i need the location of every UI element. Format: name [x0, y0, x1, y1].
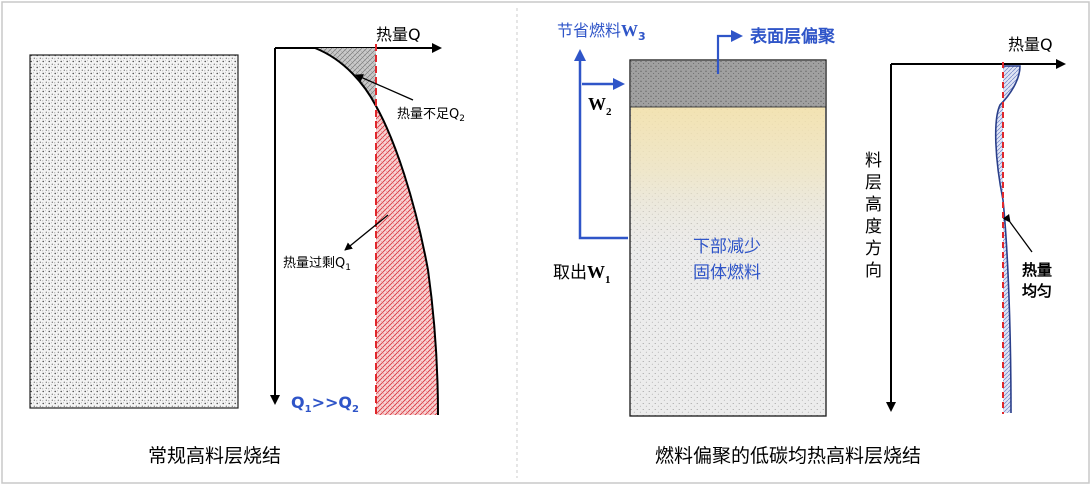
heat-surplus-area [376, 106, 438, 415]
heat-axis-label: 热量Q [376, 25, 421, 44]
svg-text:度: 度 [865, 217, 882, 237]
left-panel: 热量Q 热量不足Q2 热量过剩Q1 Q1>>Q2 常规高料层烧结 [29, 25, 465, 467]
surplus-pointer [344, 214, 389, 251]
surface-segregation-label: 表面层偏聚 [750, 26, 836, 47]
svg-text:高: 高 [865, 195, 882, 215]
svg-text:层: 层 [865, 173, 882, 193]
heat-deficit-label: 热量不足Q2 [397, 107, 465, 124]
uniform-heat-area [995, 66, 1020, 413]
surface-label-pointer [716, 30, 743, 74]
uniform-heat-line2: 均匀 [1022, 282, 1052, 300]
bottom-fuel-line2: 固体燃料 [693, 263, 761, 283]
svg-text:向: 向 [865, 261, 882, 281]
take-out-label: 取出W1 [553, 262, 611, 286]
right-caption: 燃料偏聚的低碳均热高料层烧结 [655, 445, 921, 467]
fuel-flow-arrow [574, 49, 628, 240]
surface-segregation-layer [631, 61, 825, 107]
svg-text:料: 料 [865, 151, 882, 171]
heat-surplus-label: 热量过剩Q1 [283, 256, 351, 273]
uniform-heat-curve [994, 65, 1021, 414]
q1-q2-relation: Q1>>Q2 [291, 393, 359, 415]
segregated-bed-outline [629, 59, 827, 417]
deficit-pointer [355, 74, 414, 101]
uniform-pointer [1002, 213, 1033, 253]
bottom-fuel-line1: 下部减少 [693, 237, 761, 257]
height-direction-label: 料 层 高 度 方 向 [865, 151, 882, 281]
svg-text:方: 方 [865, 239, 882, 259]
heat-distribution-curve [275, 47, 439, 416]
w2-label: W2 [588, 94, 612, 118]
uniform-heat-line1: 热量 [1022, 261, 1052, 279]
left-caption: 常规高料层烧结 [148, 445, 281, 467]
fuel-gradient-zone [631, 107, 825, 257]
heat-deficit-area [315, 48, 376, 106]
right-heat-axis-label: 热量Q [1008, 35, 1053, 54]
sinter-bed-block [29, 54, 239, 409]
right-panel: 节省燃料W3 表面层偏聚 W2 取出W1 下部减少 固体燃料 热量Q 料 层 高… [553, 21, 1066, 467]
fuel-saving-label: 节省燃料W3 [557, 21, 646, 43]
